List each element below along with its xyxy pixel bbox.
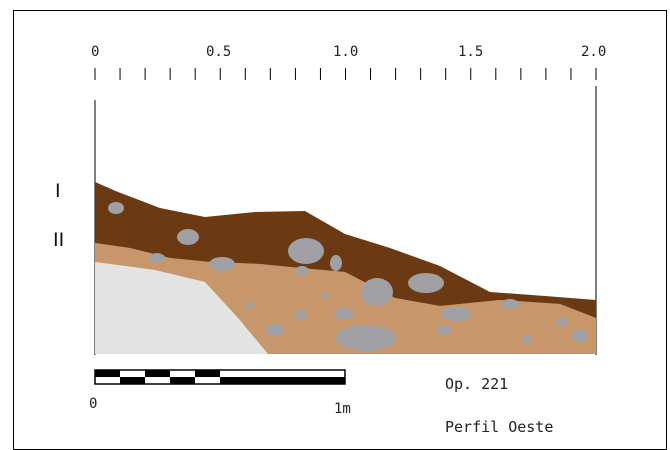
scale-label-start: 0: [89, 396, 97, 412]
scale-bar-segment: [95, 370, 120, 377]
tick-label-0: 0: [91, 44, 99, 60]
stone: [408, 273, 444, 293]
stone: [522, 336, 532, 344]
stone: [321, 292, 329, 298]
scale-label-end: 1m: [334, 401, 351, 417]
stone: [108, 202, 124, 214]
tick-label-1-5: 1.5: [458, 44, 483, 60]
stone: [295, 310, 307, 320]
stone: [266, 324, 284, 336]
stone: [437, 325, 451, 335]
scale-bar-segment: [170, 377, 195, 384]
profile-drawing: 0 0.5 1.0 1.5 2.0 I II: [53, 44, 606, 436]
layer-I-soil: [95, 182, 596, 318]
stone: [501, 299, 519, 309]
stone: [334, 308, 354, 320]
stone: [336, 325, 396, 351]
stone: [556, 318, 568, 326]
stone: [209, 257, 235, 271]
scale-bar-segment: [120, 377, 145, 384]
stone: [330, 255, 342, 271]
stone: [288, 238, 324, 264]
tick-label-2-0: 2.0: [581, 44, 606, 60]
ruler-ticks: [94, 68, 597, 80]
profile-label: Perfil Oeste: [445, 418, 553, 436]
tick-label-1-0: 1.0: [333, 44, 358, 60]
stone: [441, 307, 471, 321]
stone: [246, 302, 254, 308]
stone: [572, 330, 588, 342]
stones: [108, 202, 588, 351]
stone: [361, 278, 393, 306]
scale-bar-segment: [195, 370, 220, 377]
scale-bar-segment: [220, 377, 345, 384]
layer-label-I: I: [55, 180, 61, 202]
bedrock-layer: [95, 262, 268, 354]
scale-bar-segment: [145, 370, 170, 377]
stone: [177, 229, 199, 245]
layer-label-II: II: [53, 229, 64, 251]
scale-bar: 0 1m: [89, 369, 351, 417]
tick-label-0-5: 0.5: [206, 44, 231, 60]
operation-label: Op. 221: [445, 375, 508, 393]
stone: [149, 253, 165, 263]
stone: [295, 266, 309, 276]
scale-bar-segments: [95, 370, 345, 384]
